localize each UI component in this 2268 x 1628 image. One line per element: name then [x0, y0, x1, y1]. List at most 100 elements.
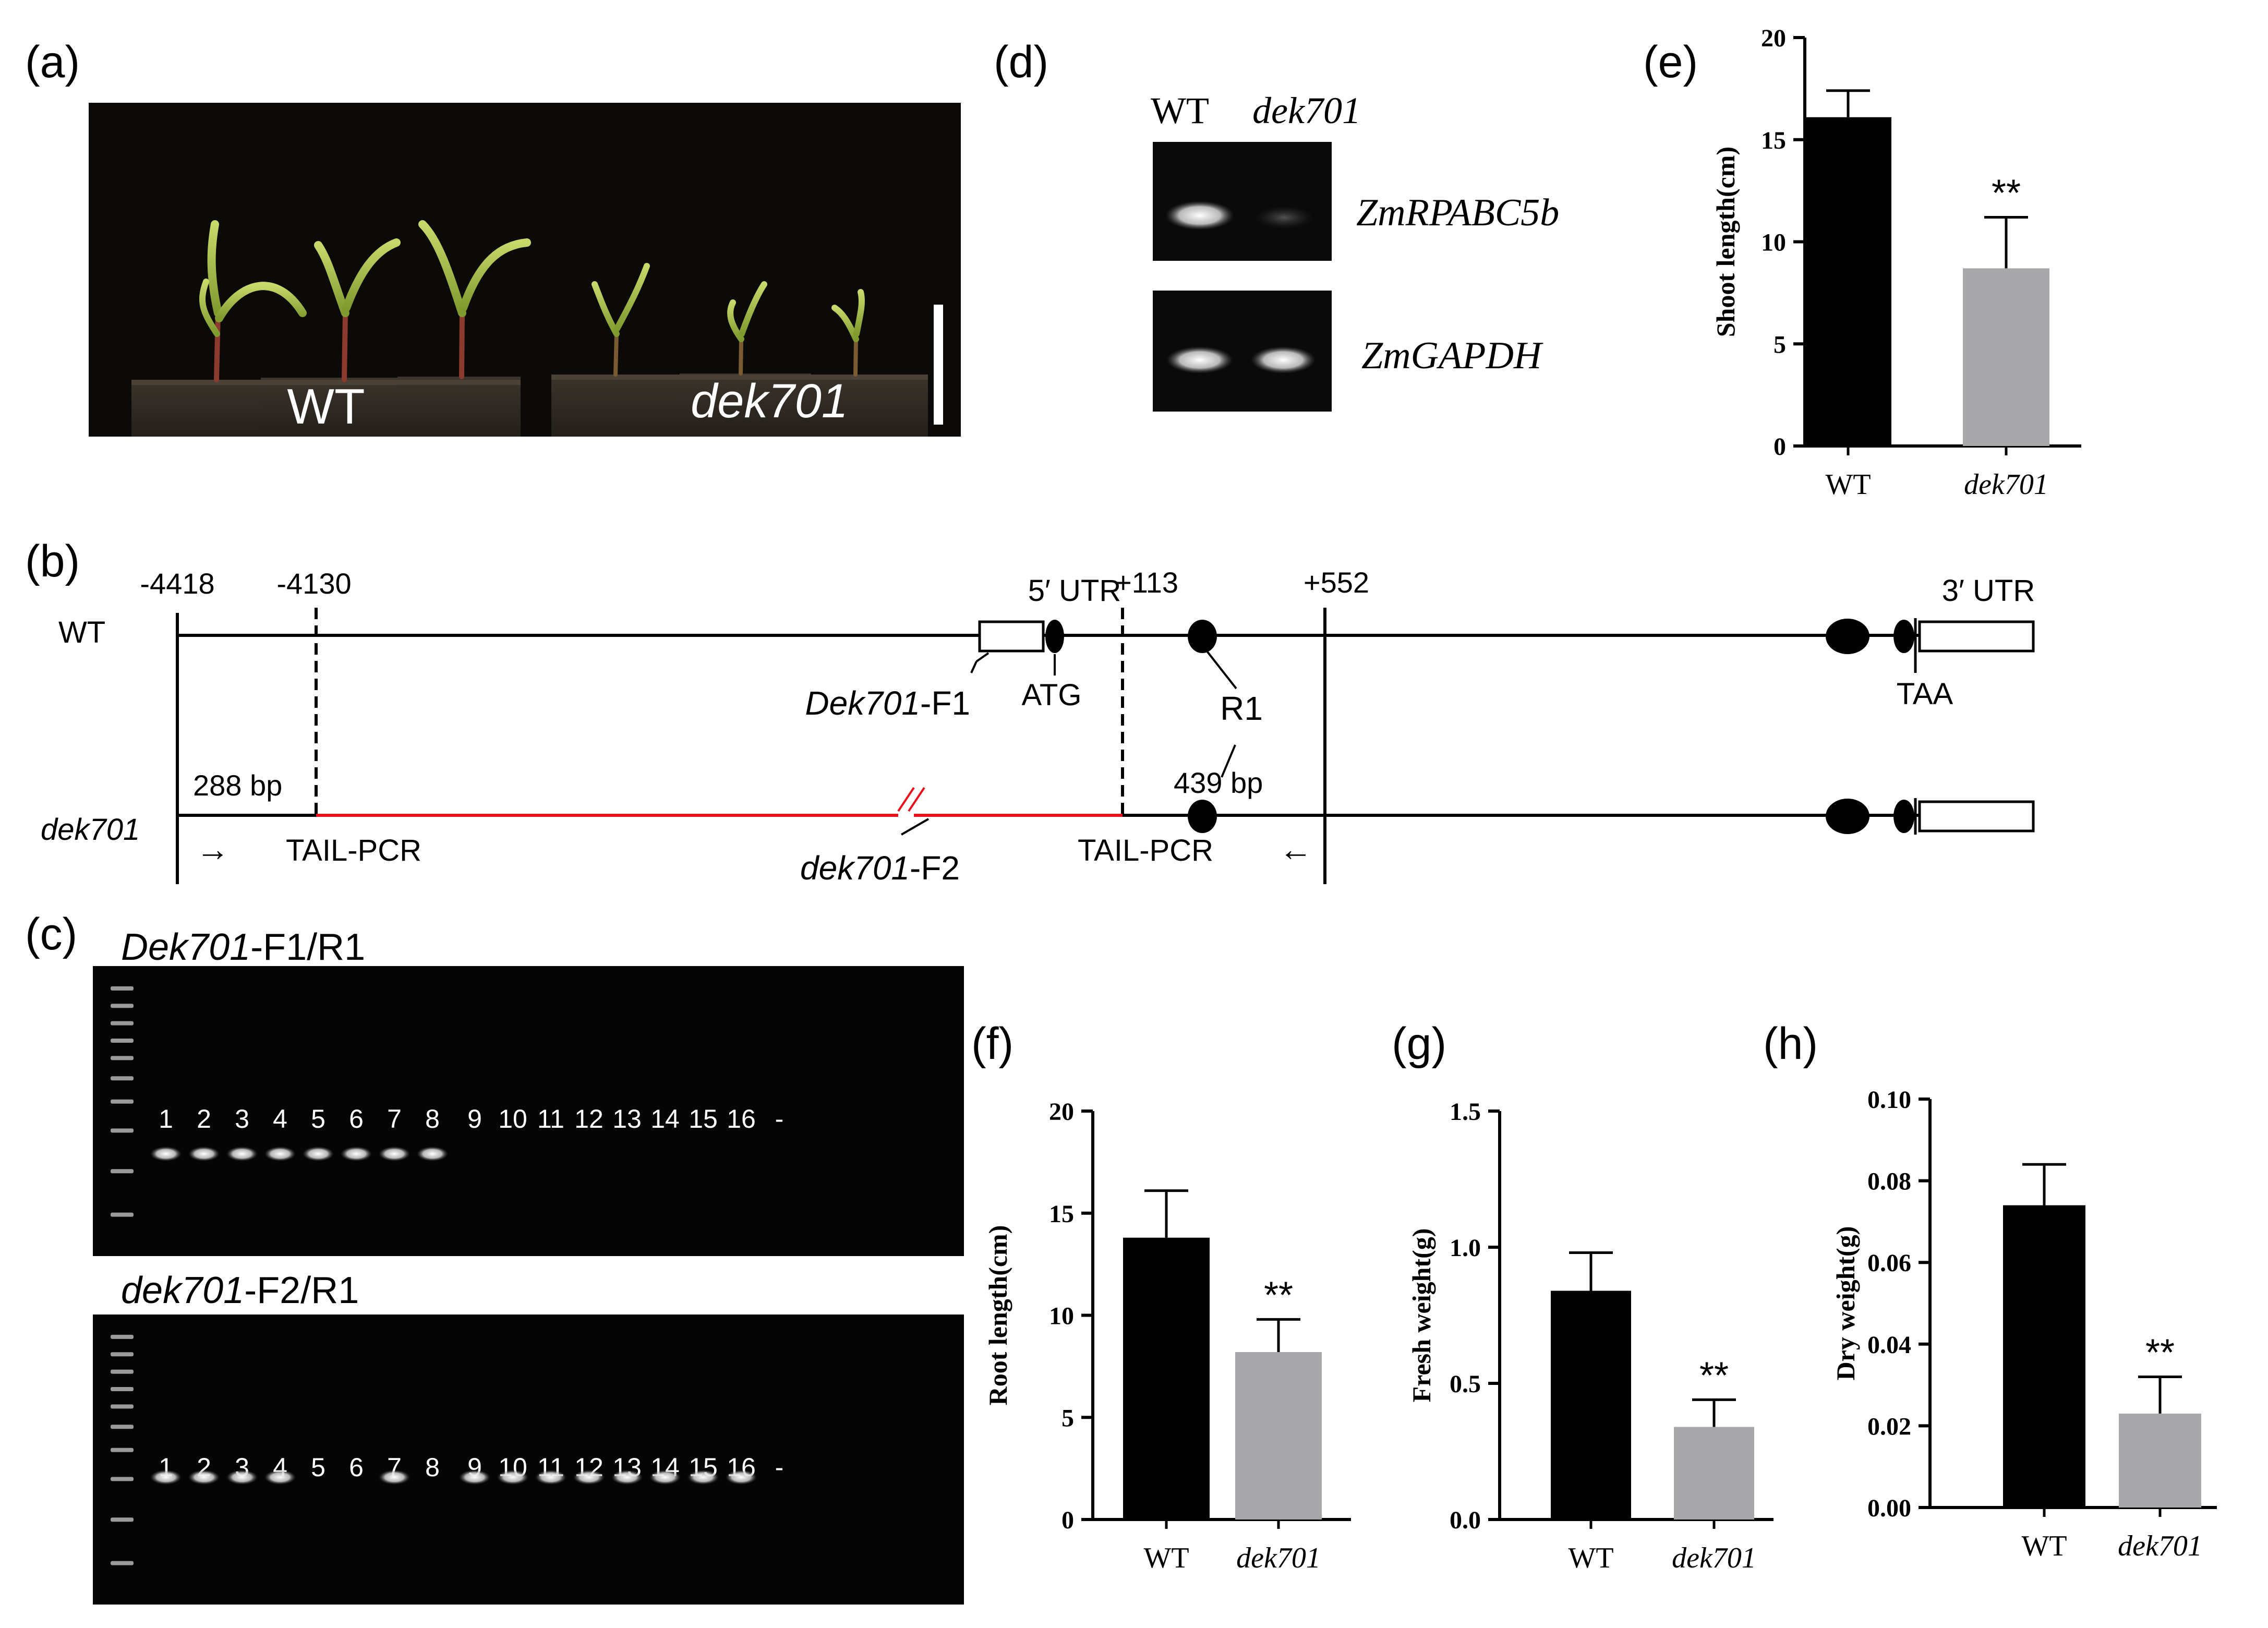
- primer-f1-label: Dek701-F1: [805, 684, 970, 722]
- mutant-exon3: [1826, 799, 1869, 834]
- y-tick-label: 0.04: [1867, 1331, 1911, 1359]
- pcr-band: [264, 1470, 296, 1485]
- ladder-band: [111, 1387, 134, 1391]
- y-axis-label: Root length(cm): [983, 1225, 1012, 1406]
- ladder-band: [111, 1056, 134, 1060]
- utr5-label: 5′ UTR: [1028, 574, 1121, 608]
- panel-d-gel: WT dek701 ZmRPABC5b ZmGAPDH: [1151, 90, 1559, 412]
- significance-marker: **: [1264, 1274, 1293, 1316]
- ladder-band: [111, 1021, 134, 1026]
- gel-col-wt: WT: [1151, 90, 1209, 131]
- exon3: [1826, 619, 1869, 654]
- lane-number: -: [775, 1453, 784, 1482]
- y-tick-label: 1.0: [1450, 1234, 1481, 1262]
- lane-number: 5: [311, 1104, 325, 1133]
- y-tick-label: 10: [1761, 229, 1786, 257]
- pcr-band: [649, 1470, 681, 1485]
- y-tick-label: 15: [1761, 127, 1786, 154]
- ladder-band: [111, 1076, 134, 1081]
- y-tick-label: 0: [1061, 1506, 1074, 1534]
- lane-number: 1: [159, 1104, 173, 1133]
- y-tick-label: 20: [1049, 1098, 1074, 1126]
- ladder-band: [111, 1128, 134, 1133]
- y-axis-label: Fresh weight(g): [1407, 1228, 1436, 1403]
- y-tick-label: 15: [1049, 1200, 1074, 1228]
- panel-g-label: (g): [1392, 1019, 1446, 1069]
- x-category-label: WT: [2021, 1530, 2067, 1562]
- gel1-title: Dek701-F1/R1: [121, 926, 365, 968]
- pcr-band: [379, 1147, 410, 1161]
- lane-number: 3: [235, 1104, 249, 1133]
- mutant-exon2: [1188, 800, 1217, 833]
- ladder-band: [111, 1425, 134, 1429]
- ladder-band: [111, 1212, 134, 1217]
- gene-label-gapdh: ZmGAPDH: [1361, 334, 1543, 377]
- pcr-band: [726, 1470, 757, 1485]
- y-tick-label: 0.5: [1450, 1370, 1481, 1398]
- lane-number: 13: [612, 1104, 642, 1133]
- position-plus552: +552: [1304, 566, 1369, 599]
- y-axis-label: Shoot length(cm): [1711, 147, 1740, 337]
- bp-right-pointer: [1221, 744, 1236, 778]
- mutant-seedlings: [592, 263, 865, 377]
- y-tick-label: 0.06: [1867, 1249, 1911, 1277]
- x-category-label: WT: [1568, 1542, 1613, 1574]
- ladder-band: [111, 1561, 134, 1565]
- gene-label-rpabc5b: ZmRPABC5b: [1356, 191, 1559, 234]
- photo-label-mutant: dek701: [691, 375, 848, 428]
- pcr-band: [188, 1470, 220, 1485]
- position-minus4130: -4130: [276, 567, 351, 600]
- photo-label-wt: WT: [287, 379, 365, 435]
- gel1: [93, 966, 964, 1256]
- gel-rpabc5b: [1153, 142, 1332, 261]
- y-tick-label: 0: [1774, 433, 1786, 461]
- pcr-band: [687, 1470, 719, 1485]
- gel2-title: dek701-F2/R1: [121, 1270, 359, 1311]
- tail-pcr-arrow-right: →: [196, 830, 230, 868]
- bar-wt: [1123, 1237, 1210, 1520]
- y-tick-label: 10: [1049, 1303, 1074, 1330]
- break-mark-1: [897, 787, 915, 812]
- ladder-band: [111, 1448, 134, 1452]
- pcr-band: [459, 1470, 490, 1485]
- exon1: [1045, 620, 1064, 653]
- lane-number: 6: [349, 1104, 364, 1133]
- ladder-band: [111, 1099, 134, 1104]
- taa-label: TAA: [1897, 677, 1953, 711]
- lane-number: 5: [311, 1453, 325, 1482]
- significance-marker: **: [1699, 1355, 1729, 1396]
- break-mark-2: [908, 787, 925, 812]
- lane-number: 2: [197, 1104, 211, 1133]
- ladder-band: [111, 1352, 134, 1357]
- panel-f-label: (f): [971, 1019, 1014, 1069]
- bar-mutant: [1235, 1352, 1322, 1520]
- tail-pcr-label-left: TAIL-PCR: [286, 834, 421, 867]
- pcr-band: [188, 1147, 220, 1161]
- primer-f2-label: dek701-F2: [800, 849, 960, 887]
- r1-label: R1: [1220, 690, 1263, 727]
- position-minus4418: -4418: [140, 567, 214, 600]
- mutant-utr3-box: [1918, 800, 2035, 833]
- x-category-label: dek701: [1964, 468, 2048, 501]
- lane-number: -: [775, 1104, 784, 1133]
- position-plus113: +113: [1115, 566, 1178, 599]
- lane-number: 14: [650, 1104, 680, 1133]
- x-category-label: dek701: [1672, 1542, 1756, 1574]
- bar-mutant: [1674, 1427, 1754, 1520]
- exon4: [1893, 620, 1914, 653]
- pcr-band: [150, 1470, 182, 1485]
- x-category-label: dek701: [1236, 1542, 1321, 1574]
- gel2: [93, 1315, 964, 1605]
- x-category-label: WT: [1825, 468, 1871, 501]
- ladder-band: [111, 1404, 134, 1409]
- panel-e-label: (e): [1643, 37, 1698, 87]
- pcr-band: [497, 1470, 528, 1485]
- band-gapdh-mutant: [1251, 346, 1316, 373]
- panel-c-label: (c): [25, 909, 77, 959]
